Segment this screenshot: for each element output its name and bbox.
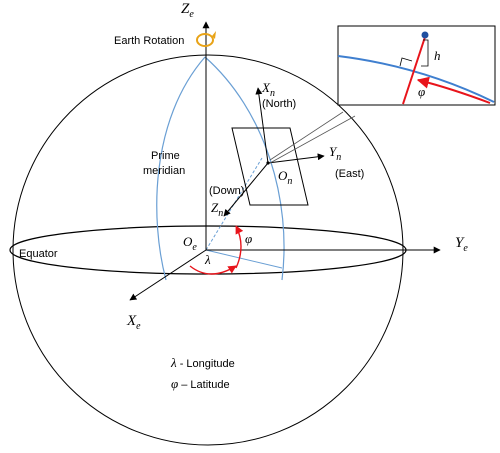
ye-label: Ye (455, 235, 468, 254)
longitude-arc (189, 265, 237, 275)
lambda-label: λ (204, 252, 211, 267)
on-label: On (278, 168, 292, 187)
earth-rotation-label: Earth Rotation (114, 35, 184, 47)
prime-meridian-label-line1: Prime (151, 150, 180, 162)
inset-normal-line (402, 36, 426, 105)
prime-meridian-label-line2: meridian (143, 165, 185, 177)
prime-meridian-curve (156, 56, 206, 281)
earth-rotation-icon (196, 31, 216, 47)
oe-label: Oe (183, 234, 197, 253)
xn-label: Xn (261, 80, 275, 99)
zn-axis (223, 162, 269, 217)
inset-phi-label: φ (418, 84, 425, 99)
legend-longitude: λ - Longitude (170, 355, 235, 370)
north-label: (North) (262, 98, 296, 110)
latitude-arc (235, 225, 244, 269)
east-label: (East) (335, 168, 364, 180)
inset-height-bracket (421, 39, 429, 67)
xe-label: Xe (126, 313, 141, 332)
ze-label: Ze (181, 1, 194, 20)
inset-latitude-arc (416, 76, 491, 104)
inset-right-angle (399, 57, 413, 67)
yn-label: Yn (329, 144, 341, 163)
phi-label: φ (245, 231, 252, 246)
tangent-plane (231, 127, 309, 206)
down-label: (Down) (209, 185, 244, 197)
zoom-inset (337, 25, 496, 106)
inset-point (421, 31, 429, 39)
center-to-on-line (205, 157, 263, 251)
callout-line-upper (269, 111, 344, 161)
yn-axis (267, 153, 325, 164)
legend-latitude: φ – Latitude (171, 376, 230, 391)
equator-label: Equator (19, 248, 58, 260)
inset-earth-surface (337, 55, 495, 103)
xe-axis (129, 249, 207, 301)
equator-radius-line (205, 249, 283, 269)
xn-axis (255, 87, 269, 164)
zn-label: Zn (211, 200, 223, 219)
inset-h-label: h (434, 48, 441, 63)
callout-line-lower (269, 115, 356, 164)
